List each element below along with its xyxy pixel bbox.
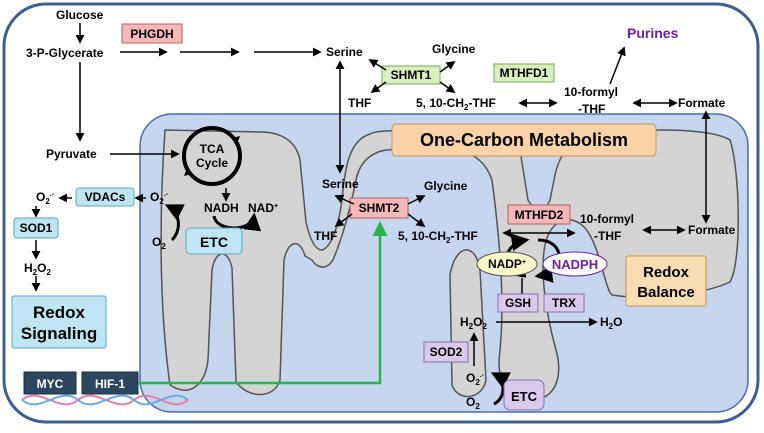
nadh-label: NADH [204,201,239,215]
redox-balance-label-2: Balance [637,284,695,301]
redox-balance-label-1: Redox [643,264,690,281]
hif1-label: HIF-1 [95,377,125,391]
gsh-box [497,293,539,313]
gsh-label: GSH [505,296,531,310]
10-formyl-thf-mito-label: 10-formyl [580,212,634,226]
tca-cycle-ring [182,126,242,186]
nadp-plus-label: NADP+ [488,257,526,271]
superoxide-cytosol-label: O2.- [36,190,55,206]
etc-bottom-box [503,379,545,411]
oxygen-low-label: O2 [466,395,480,411]
mthfd1-label: MTHFD1 [500,66,549,80]
trx-box [543,293,585,313]
phgdh-label: PHGDH [130,27,173,41]
etc-top-label: ETC [200,234,228,250]
nadp-plus-ellipse [476,251,538,277]
10-formyl-thf-cytosol-label: 10-formyl [564,85,618,99]
trx-label: TRX [552,296,576,310]
superoxide-low-label: O2.- [466,371,485,387]
redox-balance-box [625,255,707,307]
3-p-glycerate-label: 3-P-Glycerate [26,46,104,60]
formate-mito-label: Formate [688,223,736,237]
redox-signaling-box [11,295,107,349]
one-carbon-title: One-Carbon Metabolism [420,130,628,150]
tca-label: TCA [200,142,225,156]
vdacs-box [75,187,135,207]
glycine-cytosol-label: Glycine [432,42,476,56]
mthfd2-label: MTHFD2 [515,208,564,222]
mthfd1-enzyme-box [493,63,555,83]
sod1-box [13,217,59,239]
pyruvate-label: Pyruvate [46,147,97,161]
myc-box [23,371,77,395]
glucose-label: Glucose [56,8,104,22]
h2o2-cytosol-label: H2O2 [24,261,51,277]
purines-label: Purines [627,25,679,41]
phgdh-enzyme-box [121,23,183,44]
shmt2-label: SHMT2 [359,201,400,215]
10-formyl-thf-cytosol-label-2: -THF [578,102,605,116]
glycine-mito-label: Glycine [424,179,468,193]
etc-bottom-label: ETC [511,389,538,404]
redox-signaling-label-2: Signaling [21,324,98,343]
myc-label: MYC [37,377,64,391]
redox-signaling-label-1: Redox [33,303,86,322]
thf-cytosol-label: THF [348,96,371,110]
ch2-thf-mito-label: 5, 10-CH2-THF [398,229,478,245]
shmt2-enzyme-box [349,197,409,219]
dna-helix-strand-2 [21,394,189,406]
etc-top-box [185,227,243,255]
shmt1-label: SHMT1 [391,68,432,82]
one-carbon-banner [391,123,657,157]
superoxide-mito-label: O2.- [150,190,169,206]
nad-plus-label: NAD+ [248,201,278,215]
cycle-label: Cycle [196,156,228,170]
regulation-arrow [138,221,388,385]
formate-cytosol-label: Formate [678,96,726,110]
serine-mito-label: Serine [322,177,359,191]
water-label: H2O [600,315,622,331]
mthfd2-enzyme-box [507,204,571,225]
nadph-label: NADPH [552,257,598,272]
serine-cytosol-label: Serine [326,45,363,59]
thf-mito-label: THF [314,229,337,243]
nadph-ellipse [542,251,608,277]
shmt1-enzyme-box [381,65,441,85]
sod2-label: SOD2 [430,345,463,359]
vdacs-label: VDACs [85,190,126,204]
sod1-label: SOD1 [20,221,53,235]
h2o2-mito-label: H2O2 [460,315,487,331]
ch2-thf-cytosol-label: 5, 10-CH2-THF [416,96,496,112]
oxygen-mito-label: O2 [152,235,166,251]
sod2-box [423,341,469,363]
10-formyl-thf-mito-label-2: -THF [594,229,621,243]
